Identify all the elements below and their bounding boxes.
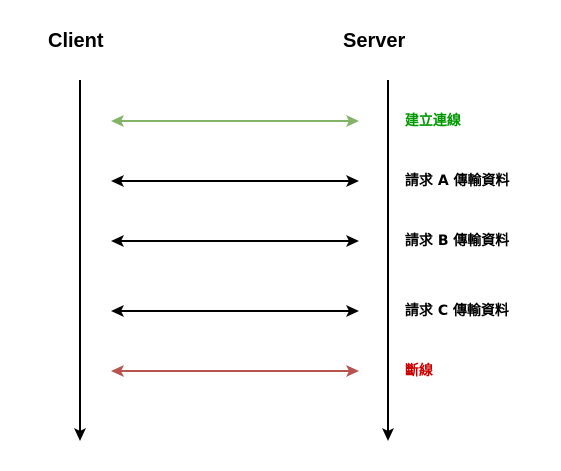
- message-label-request-b: 請求 B 傳輸資料: [405, 233, 510, 249]
- message-label-request-c: 請求 C 傳輸資料: [405, 303, 510, 319]
- arrowhead-left-icon: [111, 305, 124, 317]
- client-lifeline-arrowhead: [74, 428, 86, 441]
- message-arrow-request-b: [111, 235, 359, 247]
- arrowhead-left-icon: [111, 365, 124, 377]
- message-arrow-connect: [111, 115, 359, 127]
- message-label-disconnect: 斷線: [405, 363, 433, 379]
- arrowhead-left-icon: [111, 175, 124, 187]
- arrowhead-right-icon: [346, 115, 359, 127]
- message-arrow-disconnect: [111, 365, 359, 377]
- arrowhead-left-icon: [111, 115, 124, 127]
- arrowhead-left-icon: [111, 235, 124, 247]
- message-label-connect: 建立連線: [405, 113, 461, 129]
- message-arrow-request-a: [111, 175, 359, 187]
- arrowhead-right-icon: [346, 305, 359, 317]
- arrowhead-right-icon: [346, 175, 359, 187]
- arrowhead-right-icon: [346, 235, 359, 247]
- message-label-request-a: 請求 A 傳輸資料: [405, 173, 510, 189]
- arrowhead-right-icon: [346, 365, 359, 377]
- client-participant-label: Client: [48, 30, 104, 52]
- server-participant-label: Server: [343, 30, 406, 52]
- server-lifeline-arrowhead: [382, 428, 394, 441]
- message-arrow-request-c: [111, 305, 359, 317]
